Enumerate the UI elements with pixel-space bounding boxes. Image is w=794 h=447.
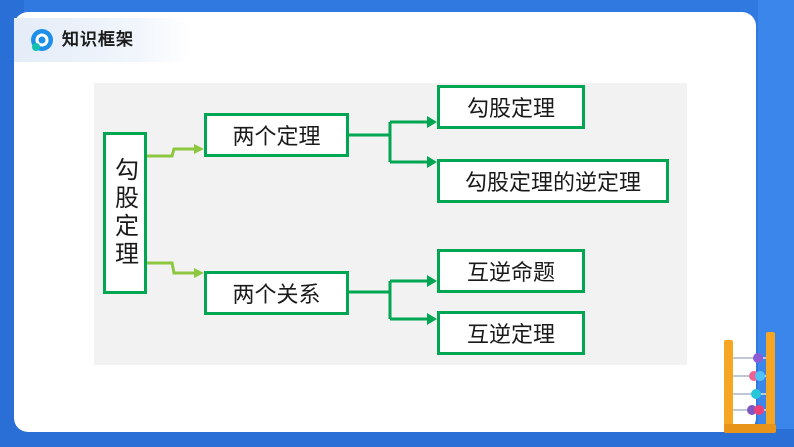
root-node: 勾股定理 (103, 132, 147, 294)
concept-map: 勾股定理 两个定理 两个关系 勾股定理 勾股定理的逆定理 互逆命题 互逆定理 (94, 83, 687, 365)
background-strip-right (758, 0, 794, 447)
arrowhead-root-branch1 (194, 144, 204, 154)
abacus-icon (724, 332, 776, 433)
connector-root-branch2 (147, 261, 194, 275)
logo-icon (31, 29, 53, 51)
arrowhead-root-branch2 (194, 268, 204, 278)
arrowhead-branch2-child1 (427, 275, 437, 287)
branch-node-relations: 两个关系 (204, 271, 349, 315)
connector-root-branch1 (147, 147, 194, 158)
connector-lines (147, 116, 437, 325)
section-header: 知识框架 (14, 18, 192, 62)
leaf-node-inverse-propositions: 互逆命题 (437, 249, 585, 293)
page-title: 知识框架 (62, 30, 134, 50)
leaf-node-converse-theorem: 勾股定理的逆定理 (437, 159, 669, 203)
leaf-node-inverse-theorems: 互逆定理 (437, 311, 585, 355)
leaf-node-pythagorean-theorem: 勾股定理 (437, 85, 585, 129)
background-strip-bottom (0, 429, 794, 447)
branch-node-theorems: 两个定理 (204, 113, 349, 157)
arrowhead-branch1-child1 (427, 116, 437, 128)
arrowhead-branch1-child2 (427, 156, 437, 168)
arrowhead-branch2-child2 (427, 313, 437, 325)
